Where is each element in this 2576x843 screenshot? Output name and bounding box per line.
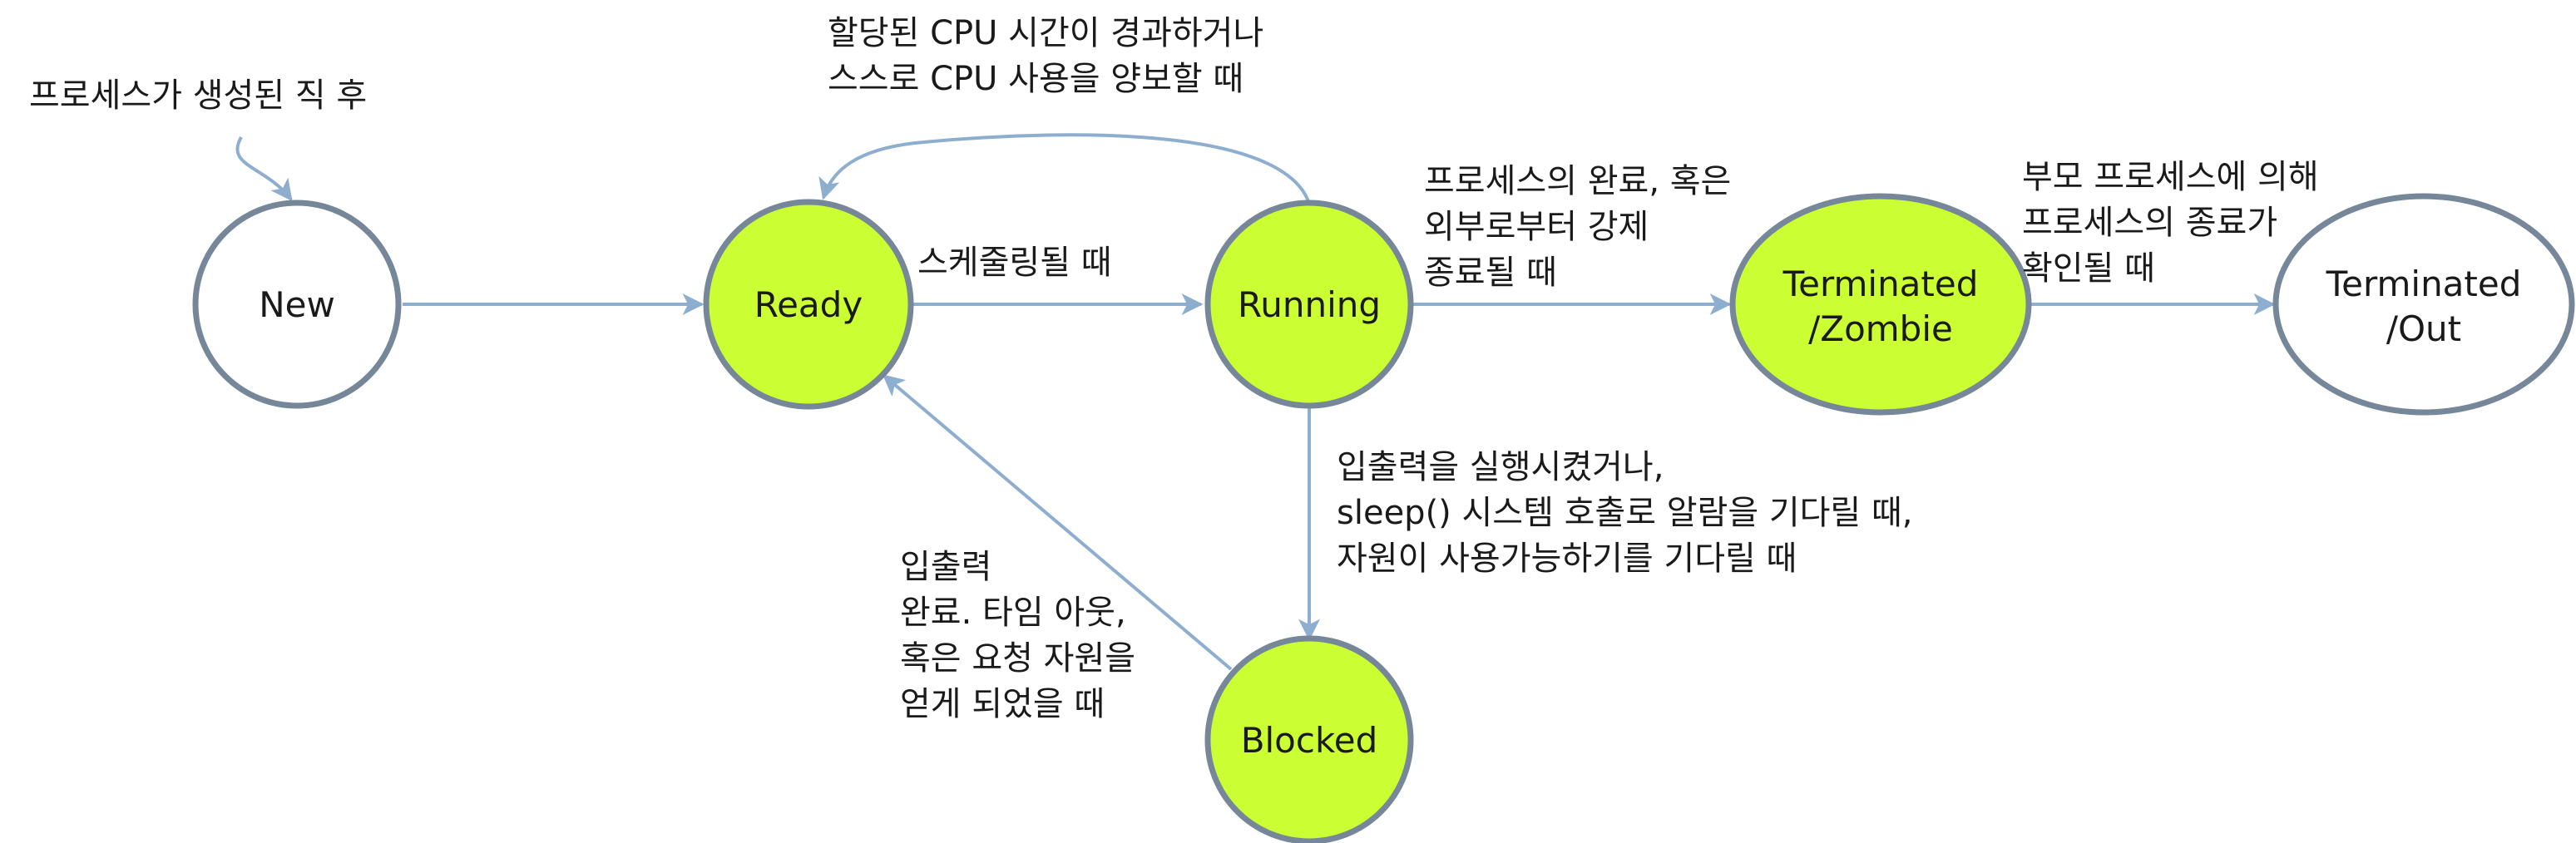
annotation-terminate-line: 프로세스의 완료, 혹은 bbox=[1424, 162, 1731, 200]
state-zombie-label-line2: /Zombie bbox=[1808, 308, 1953, 349]
annotation-reaped-line: 부모 프로세스에 의해 bbox=[2022, 158, 2319, 196]
state-out-circle bbox=[2272, 193, 2575, 416]
annotation-timeout-line: 할당된 CPU 시간이 경과하거나 bbox=[828, 14, 1263, 52]
annotation-reaped-line: 프로세스의 종료가 bbox=[2022, 204, 2277, 242]
annotation-block-line: 입출력을 실행시켰거나, bbox=[1337, 448, 1664, 486]
state-zombie-circle bbox=[1729, 193, 2032, 416]
annotation-timeout-line: 스스로 CPU 사용을 양보할 때 bbox=[828, 60, 1244, 98]
annotation-terminate-line: 종료될 때 bbox=[1424, 254, 1557, 292]
annotation-timeout: 할당된 CPU 시간이 경과하거나 스스로 CPU 사용을 양보할 때 bbox=[828, 14, 1263, 98]
state-blocked: Blocked bbox=[1204, 635, 1414, 843]
annotation-creation: 프로세스가 생성된 직 후 bbox=[29, 76, 367, 115]
state-new-circle bbox=[192, 200, 402, 409]
state-blocked-label: Blocked bbox=[1241, 720, 1378, 761]
state-ready: Ready bbox=[703, 199, 914, 410]
edge-running-to-ready bbox=[818, 133, 1312, 207]
annotation-reaped: 부모 프로세스에 의해 프로세스의 종료가 확인될 때 bbox=[2022, 158, 2319, 288]
edge-blocked-to-ready bbox=[883, 374, 1233, 671]
annotation-wakeup: 입출력 완료. 타임 아웃, 혹은 요청 자원을 얻게 되었을 때 bbox=[900, 548, 1135, 723]
state-new: New bbox=[192, 200, 402, 409]
annotation-wakeup-line: 혹은 요청 자원을 bbox=[900, 639, 1135, 678]
state-zombie-label-line1: Terminated bbox=[1782, 264, 1979, 304]
annotation-reaped-line: 확인될 때 bbox=[2022, 249, 2155, 288]
annotation-block-line: sleep() 시스템 호출로 알람을 기다릴 때, bbox=[1337, 494, 1912, 532]
state-new-label: New bbox=[259, 284, 335, 325]
state-out-label-line1: Terminated bbox=[2326, 264, 2522, 304]
state-running-circle bbox=[1204, 200, 1414, 409]
annotation-wakeup-line: 얻게 되었을 때 bbox=[900, 685, 1105, 723]
annotation-terminate-line: 외부로부터 강제 bbox=[1424, 208, 1649, 246]
state-running-label: Running bbox=[1238, 284, 1381, 325]
annotation-wakeup-line: 완료. 타임 아웃, bbox=[900, 594, 1126, 632]
state-blocked-circle bbox=[1204, 635, 1414, 843]
state-out: Terminated /Out bbox=[2272, 193, 2575, 416]
state-zombie: Terminated /Zombie bbox=[1729, 193, 2032, 416]
state-ready-label: Ready bbox=[754, 284, 863, 325]
annotation-terminate: 프로세스의 완료, 혹은 외부로부터 강제 종료될 때 bbox=[1424, 162, 1731, 292]
edge-creation bbox=[235, 136, 293, 202]
annotation-wakeup-line: 입출력 bbox=[900, 548, 991, 586]
state-running: Running bbox=[1204, 200, 1414, 409]
state-out-label-line2: /Out bbox=[2386, 308, 2461, 349]
annotation-block-line: 자원이 사용가능하기를 기다릴 때 bbox=[1337, 540, 1797, 578]
annotation-block: 입출력을 실행시켰거나, sleep() 시스템 호출로 알람을 기다릴 때, … bbox=[1337, 448, 1912, 578]
annotation-scheduled: 스케줄링될 때 bbox=[917, 244, 1112, 282]
state-ready-circle bbox=[703, 199, 914, 410]
